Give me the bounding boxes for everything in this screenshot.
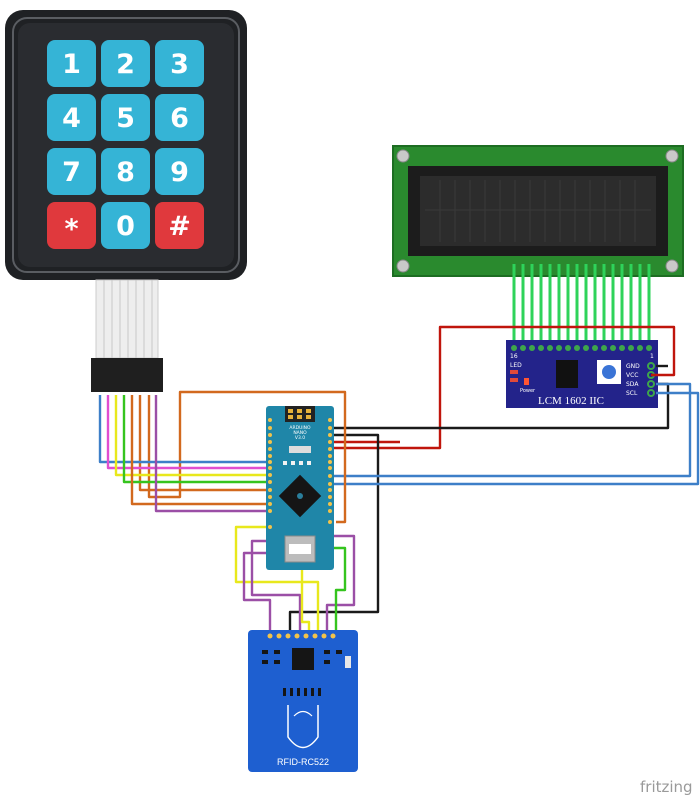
rfid-header-pins [267, 633, 336, 639]
pin-label-sda: SDA [626, 381, 639, 388]
arduino-logo-icon [297, 493, 303, 499]
wire-keypad-orange-b [138, 395, 268, 492]
rfid-components-icon [262, 650, 351, 696]
i2c-lcd-module: 16 1 LED Power GND VCC SDA SCL LCM 1602 … [506, 340, 658, 408]
keypad: 1 2 3 4 5 6 7 8 [5, 10, 247, 392]
arduino-title: ARDUINO [289, 425, 311, 431]
status-leds-icon [283, 461, 311, 465]
wire-scl [332, 391, 700, 486]
lcd-display [392, 145, 684, 345]
arduino-version: V3.0 [295, 435, 305, 441]
lcd-character-grid [425, 180, 651, 242]
wire-rfid-yellow [234, 525, 320, 634]
pin-label-gnd: GND [626, 363, 640, 370]
key-7[interactable]: 7 [47, 148, 96, 195]
key-label: 1 [62, 49, 81, 80]
icsp-pins-icon [288, 409, 311, 419]
keypad-inner-border [12, 17, 240, 273]
keypad-ribbon-cable [95, 279, 159, 359]
key-8[interactable]: 8 [101, 148, 150, 195]
i2c-pcb [506, 340, 658, 408]
key-label: 8 [116, 157, 135, 188]
wire-keypad-purple [154, 395, 268, 513]
key-hash[interactable]: # [155, 202, 204, 249]
key-4[interactable]: 4 [47, 94, 96, 141]
key-9[interactable]: 9 [155, 148, 204, 195]
arduino-pins-left [268, 418, 272, 529]
power-led-icon [524, 378, 529, 385]
pin-label-scl: SCL [626, 390, 638, 397]
led-jumper-icon [510, 370, 518, 374]
wire-keypad-yellow [114, 395, 268, 477]
key-label: 7 [62, 157, 81, 188]
screw-hole-icon [665, 259, 679, 273]
wire-keypad-green [122, 395, 268, 484]
key-2[interactable]: 2 [101, 40, 150, 87]
icsp-header [285, 406, 315, 422]
key-1[interactable]: 1 [47, 40, 96, 87]
power-label: Power [520, 388, 536, 394]
arduino-nano: ARDUINO NANO V3.0 [266, 406, 334, 570]
rfid-module: RFID-RC522 [248, 630, 358, 772]
key-3[interactable]: 3 [155, 40, 204, 87]
wire-gnd-rfid [288, 433, 380, 634]
key-6[interactable]: 6 [155, 94, 204, 141]
usb-connector-icon [289, 544, 311, 554]
key-label: 9 [170, 157, 189, 188]
key-label: * [64, 214, 78, 245]
arduino-model: NANO [293, 430, 307, 436]
wire-rfid-purple-b [325, 534, 356, 634]
lcd-module-label: LCM 1602 IIC [538, 395, 604, 407]
wire-keypad-pink [106, 395, 268, 470]
reset-button[interactable] [289, 446, 311, 453]
arduino-pins-right [328, 418, 332, 524]
key-label: # [168, 211, 191, 242]
key-label: 6 [170, 103, 189, 134]
key-label: 4 [62, 103, 81, 134]
wire-rfid-green [332, 546, 347, 634]
rfid-antenna-inner-icon [293, 710, 313, 717]
wire-keypad-orange-a [147, 390, 347, 524]
key-label: 3 [170, 49, 189, 80]
pin1-label: 1 [650, 353, 654, 360]
key-label: 2 [116, 49, 135, 80]
screw-hole-icon [396, 149, 410, 163]
wire-rfid-purple-a [250, 539, 302, 634]
led-label: LED [510, 362, 522, 369]
wire-sda [332, 382, 692, 478]
potentiometer-knob-icon[interactable] [602, 365, 616, 379]
wire-keypad-blue [98, 395, 268, 464]
screw-hole-icon [665, 149, 679, 163]
wires [98, 325, 700, 634]
i2c-chip [556, 360, 578, 388]
rfid-antenna-icon [287, 705, 319, 749]
wire-vcc [332, 325, 676, 450]
rfid-pcb [248, 630, 358, 772]
lcd-screen [420, 176, 656, 246]
key-star[interactable]: * [47, 202, 96, 249]
pin-label-vcc: VCC [626, 372, 638, 379]
key-label: 5 [116, 103, 135, 134]
key-0[interactable]: 0 [101, 202, 150, 249]
key-5[interactable]: 5 [101, 94, 150, 141]
led-jumper-icon [510, 378, 518, 382]
fritzing-watermark: fritzing [640, 778, 693, 796]
wire-keypad-orange-c [130, 395, 268, 506]
rfid-chip [292, 648, 314, 670]
lcd-pin-wires [512, 264, 651, 345]
wire-rfid-purple-c [242, 551, 272, 634]
rfid-label: RFID-RC522 [277, 757, 329, 767]
screw-hole-icon [396, 259, 410, 273]
keypad-connector-header [91, 358, 163, 392]
pin16-label: 16 [510, 353, 518, 360]
i2c-header-pins [511, 345, 652, 351]
wire-rfid-yellow-b [300, 566, 311, 634]
key-label: 0 [116, 211, 135, 242]
